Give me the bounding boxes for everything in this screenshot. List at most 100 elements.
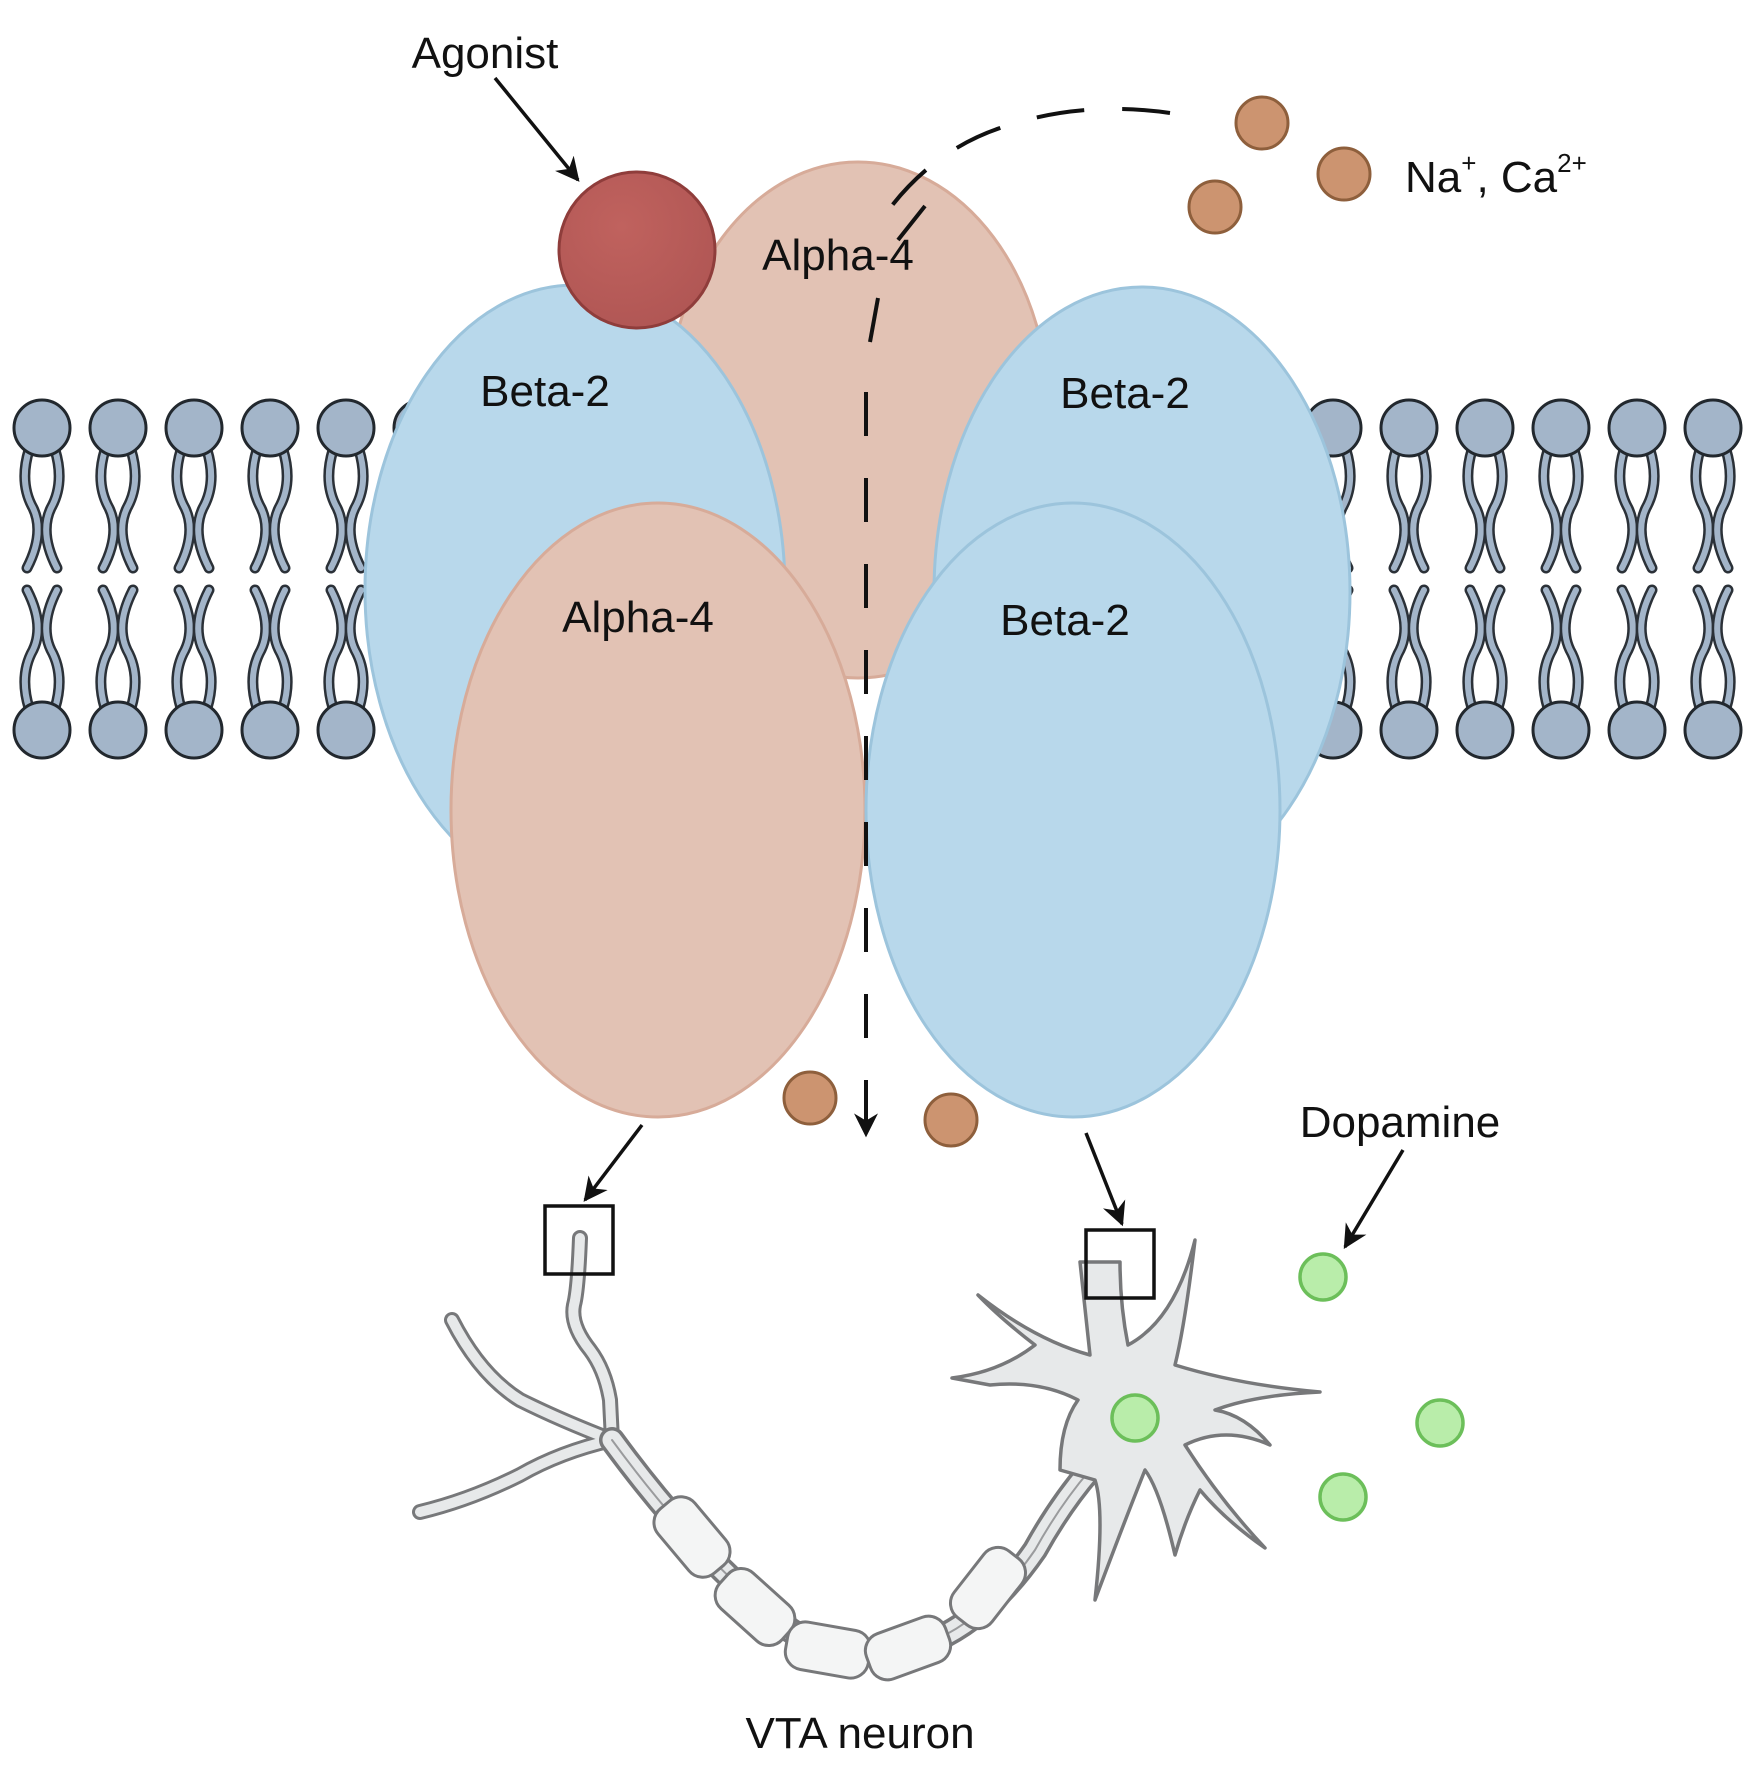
- ion: [782, 1070, 838, 1126]
- lipid-tail-fill: [1388, 587, 1408, 711]
- lipid-head: [1607, 398, 1667, 458]
- lipid-tail-fill: [249, 587, 269, 711]
- lipid-tail-fill: [43, 587, 63, 711]
- beta-2-left-label: Beta-2: [480, 367, 610, 416]
- dopamine-molecule: [1298, 1252, 1348, 1302]
- lipid-head: [1683, 398, 1743, 458]
- ions: [782, 95, 1372, 1148]
- vta-neuron: [412, 1230, 1322, 1682]
- lipid-tail-fill: [1464, 447, 1484, 571]
- ion: [1316, 146, 1372, 202]
- lipid-tail-fill: [1714, 447, 1734, 571]
- beta-2-right-label: Beta-2: [1060, 369, 1190, 418]
- beta-2-front-label: Beta-2: [1000, 596, 1130, 645]
- ion: [923, 1092, 979, 1148]
- lipid-tail-fill: [1562, 447, 1582, 571]
- lipid-head: [1379, 700, 1439, 760]
- lipid-tail-fill: [1486, 587, 1506, 711]
- lipid-tail-fill: [1638, 447, 1658, 571]
- lipid-head: [12, 700, 72, 760]
- ion-pathway: [854, 106, 1171, 1138]
- lipid-head: [1683, 700, 1743, 760]
- lipid-head: [316, 700, 376, 760]
- dopamine-label: Dopamine: [1300, 1098, 1501, 1147]
- lipid-tail-fill: [21, 447, 41, 571]
- lipid-tail-fill: [271, 447, 291, 571]
- lipid-tail-fill: [43, 447, 63, 571]
- lipid-tail-fill: [1692, 447, 1712, 571]
- lipid-tail-fill: [195, 587, 215, 711]
- alpha-to-dendrite-arrow: [583, 1123, 644, 1202]
- lipid-head: [1379, 398, 1439, 458]
- alpha-4-front-label: Alpha-4: [562, 593, 714, 642]
- agonist-molecule: [557, 170, 717, 330]
- lipid-head: [240, 700, 300, 760]
- lipid-tail-fill: [325, 587, 345, 711]
- lipid-tail-fill: [271, 587, 291, 711]
- soma-zoom-box: [1084, 1228, 1156, 1300]
- lipid-tail-fill: [97, 447, 117, 571]
- lipid-tail-fill: [1486, 447, 1506, 571]
- sodium-symbol: Na: [1405, 153, 1462, 202]
- lipid-tail-fill: [249, 447, 269, 571]
- lipid-tail-fill: [1714, 587, 1734, 711]
- ions-label: Na+, Ca2+: [1405, 148, 1587, 202]
- lipid-tail-fill: [1692, 587, 1712, 711]
- dopamine-molecule: [1415, 1398, 1465, 1448]
- lipid-tail-fill: [21, 587, 41, 711]
- lipid-tail-fill: [173, 447, 193, 571]
- lipid-tail-fill: [1464, 587, 1484, 711]
- lipid-tail-fill: [97, 587, 117, 711]
- dopamine-arrow: [1343, 1149, 1405, 1250]
- ion: [1187, 179, 1243, 235]
- myelin-sheaths: [652, 1495, 1028, 1682]
- lipid-head: [1455, 398, 1515, 458]
- dendrite-zoom-box: [543, 1204, 615, 1276]
- lipid-head: [1455, 700, 1515, 760]
- lipid-tail-fill: [195, 447, 215, 571]
- lipid-tail-fill: [119, 587, 139, 711]
- lipid-tail-fill: [1410, 447, 1430, 571]
- lipid-tail-fill: [1616, 587, 1636, 711]
- calcium-symbol: , Ca: [1476, 153, 1557, 202]
- lipid-tail-fill: [1540, 587, 1560, 711]
- lipid-head: [164, 398, 224, 458]
- beta-to-soma-arrow: [1084, 1132, 1126, 1227]
- beta-2-subunit-front: [864, 501, 1282, 1119]
- ion: [1234, 95, 1290, 151]
- dopamine-molecule: [1110, 1393, 1160, 1443]
- lipid-head: [88, 398, 148, 458]
- lipid-tail-fill: [119, 447, 139, 571]
- lipid-tail-fill: [1410, 587, 1430, 711]
- ion-entry-dashed-arc: [888, 106, 1171, 210]
- vta-neuron-label: VTA neuron: [745, 1709, 974, 1758]
- calcium-charge: 2+: [1557, 148, 1587, 178]
- lipid-tail-fill: [1388, 447, 1408, 571]
- sodium-charge: +: [1461, 148, 1476, 178]
- dendrite: [412, 1230, 620, 1520]
- lipid-tail-fill: [347, 447, 367, 571]
- lipid-tail-fill: [1638, 587, 1658, 711]
- alpha-4-back-label: Alpha-4: [762, 231, 914, 280]
- lipid-tail-fill: [325, 447, 345, 571]
- dopamine-molecule: [1318, 1472, 1368, 1522]
- lipid-head: [12, 398, 72, 458]
- lipid-head: [1531, 398, 1591, 458]
- lipid-head: [164, 700, 224, 760]
- lipid-tail-fill: [173, 587, 193, 711]
- agonist-arrow: [493, 76, 580, 182]
- lipid-tail-fill: [1616, 447, 1636, 571]
- ion-channel-dash-2: [868, 297, 880, 343]
- lipid-head: [88, 700, 148, 760]
- lipid-head: [316, 398, 376, 458]
- lipid-tail-fill: [1562, 587, 1582, 711]
- agonist-label: Agonist: [412, 29, 559, 78]
- ion-channel-dash-1: [896, 204, 927, 242]
- dopamine-molecules: [1110, 1252, 1465, 1522]
- receptor-complex: [363, 160, 1352, 1119]
- lipid-tail-fill: [347, 587, 367, 711]
- lipid-tail-fill: [1540, 447, 1560, 571]
- lipid-head: [1607, 700, 1667, 760]
- lipid-head: [1531, 700, 1591, 760]
